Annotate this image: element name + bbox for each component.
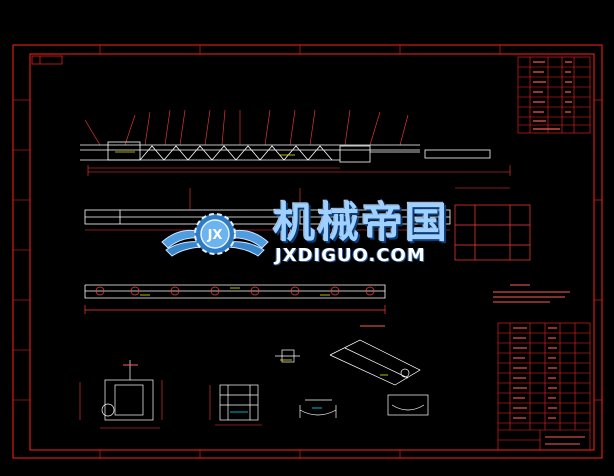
plan-frame — [84, 209, 451, 225]
detail-view-1-dims — [79, 380, 163, 429]
detail-cyan-marks — [230, 407, 322, 413]
drawing-frame — [12, 44, 603, 459]
logo-letters: JX — [207, 228, 223, 243]
detail-view-2 — [219, 384, 259, 421]
detail-labels — [123, 325, 385, 366]
title-block — [497, 322, 591, 451]
detail-view-5 — [329, 339, 421, 386]
detail-view-2-dims — [209, 385, 262, 426]
leader-lines — [84, 109, 409, 146]
title-block-text-marks — [513, 327, 585, 445]
site-watermark: JX 机械帝国 JXDIGUO.COM — [160, 200, 460, 272]
plan-dimensions — [85, 187, 510, 231]
cross-section-view — [454, 204, 531, 261]
technical-notes — [493, 284, 570, 303]
detail-view-4 — [387, 394, 429, 416]
elevation-highlights — [115, 151, 295, 156]
parts-list-table-top — [517, 56, 591, 134]
parts-list-text-marks — [533, 61, 572, 130]
plan-view — [84, 187, 510, 231]
watermark-chinese-title: 机械帝国 — [273, 198, 450, 247]
corner-stamp — [31, 55, 63, 65]
watermark-site-url: JXDIGUO.COM — [275, 245, 426, 266]
gear-wings-logo-icon: JX — [161, 213, 269, 257]
zone-markers — [13, 45, 602, 458]
detail-view-3 — [299, 399, 337, 418]
elevation-view — [80, 109, 511, 176]
truss-structure — [80, 141, 491, 163]
side-stringer-view — [84, 284, 386, 314]
detail-view-6 — [275, 349, 300, 363]
detail-highlights — [280, 359, 388, 376]
detail-view-1 — [101, 360, 154, 421]
elevation-dimension — [87, 165, 511, 176]
